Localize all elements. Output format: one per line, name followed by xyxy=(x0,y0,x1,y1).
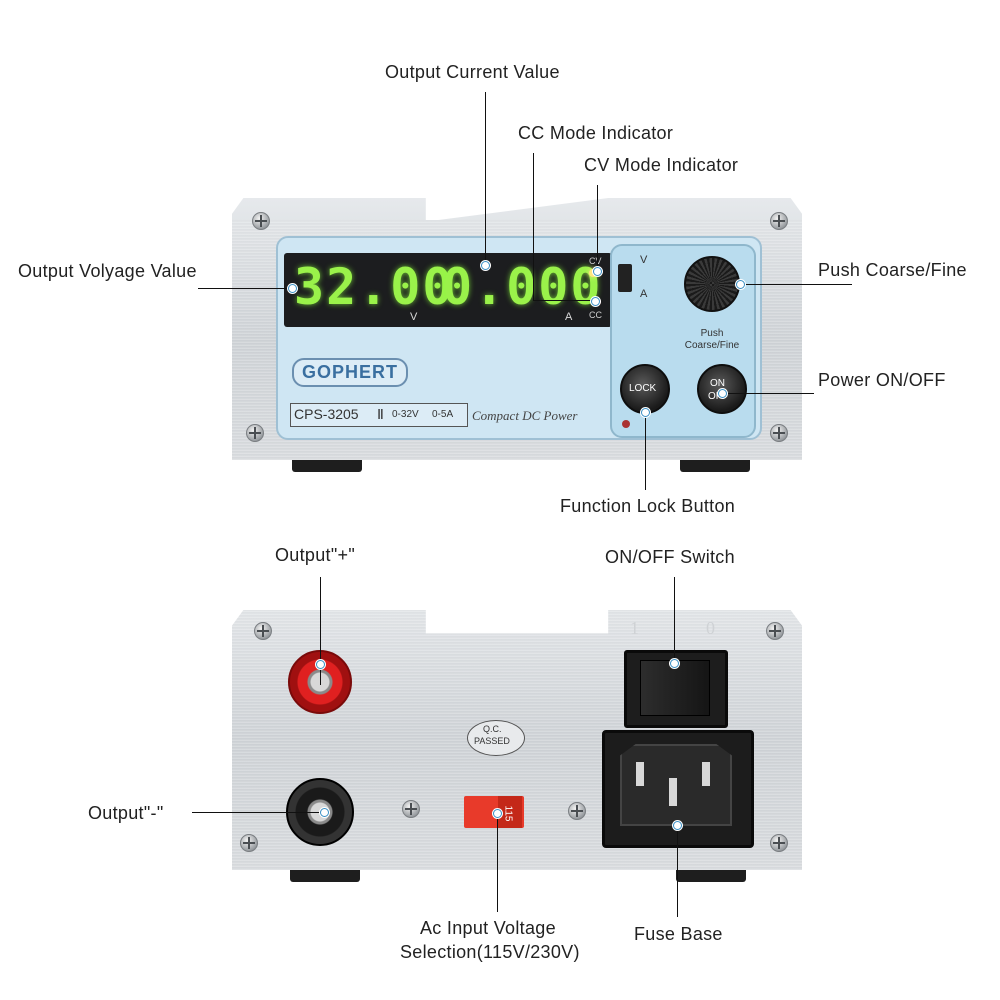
label-ac-input-line1: Ac Input Voltage xyxy=(420,918,556,938)
lock-button[interactable] xyxy=(620,364,670,414)
cv-label: CV xyxy=(589,256,602,266)
back-foot-right xyxy=(676,870,746,882)
inlet-pin-right xyxy=(702,762,710,786)
back-screw-mid2 xyxy=(568,802,586,820)
front-screw-tl xyxy=(252,212,270,230)
qc-line1: Q.C. xyxy=(483,724,502,734)
back-screw-mid xyxy=(402,800,420,818)
label-cv-mode-indicator: CV Mode Indicator xyxy=(584,155,739,175)
cc-label: CC xyxy=(589,310,602,320)
inlet-pin-earth xyxy=(669,778,677,806)
leader-power-on-off xyxy=(722,393,814,394)
model-box xyxy=(290,403,468,427)
label-ac-input-line2: Selection(115V/230V) xyxy=(400,942,580,962)
range-current: 0-5A xyxy=(432,409,454,420)
brand-logo: GOPHERT xyxy=(292,358,409,387)
label-cc-mode-indicator: CC Mode Indicator xyxy=(518,123,674,143)
label-output-minus: Output"-" xyxy=(88,803,164,823)
leader-output-plus xyxy=(320,577,321,685)
va-switch-bottom-label: A xyxy=(640,288,648,300)
front-foot-right xyxy=(680,460,750,472)
power-button-on: ON xyxy=(710,378,725,389)
back-screw-tl xyxy=(254,622,272,640)
back-foot-left xyxy=(290,870,360,882)
leader-output-minus xyxy=(192,812,324,813)
qc-line2: PASSED xyxy=(474,736,510,746)
voltage-display: 32.00 xyxy=(294,258,455,316)
front-screw-tr xyxy=(770,212,788,230)
qc-sticker xyxy=(467,720,525,756)
marker-cv-indicator xyxy=(593,267,602,276)
current-display: 0.000 xyxy=(442,258,603,316)
model-number: CPS-3205 xyxy=(294,406,359,422)
knob-label: Push Coarse/Fine xyxy=(684,328,740,351)
back-unit: 1 0 Q.C. PASSED 115 xyxy=(232,610,802,882)
marker-power-on-off xyxy=(718,389,727,398)
inlet-pin-left xyxy=(636,762,644,786)
marker-ac-input xyxy=(493,809,502,818)
back-screw-tr xyxy=(766,622,784,640)
marker-on-off-switch xyxy=(670,659,679,668)
leader-current-value xyxy=(485,92,486,264)
label-power-on-off: Power ON/OFF xyxy=(818,370,946,390)
leader-lock-button xyxy=(645,412,646,490)
label-fuse-base: Fuse Base xyxy=(634,924,723,944)
marker-fuse-base xyxy=(673,821,682,830)
coarse-fine-knob[interactable] xyxy=(684,256,740,312)
voltage-selector-slider xyxy=(498,796,522,828)
marker-output-minus xyxy=(320,808,329,817)
power-button-off: OFF xyxy=(708,391,728,402)
switch-mark-on: 1 xyxy=(630,618,639,638)
voltage-selector-value: 115 xyxy=(502,805,514,822)
label-output-voltage-value: Output Volyage Value xyxy=(18,261,197,281)
front-foot-left xyxy=(292,460,362,472)
va-switch[interactable] xyxy=(618,264,632,292)
va-switch-top-label: V xyxy=(640,254,648,266)
leader-cc-indicator xyxy=(533,153,534,300)
lock-indicator-led xyxy=(622,420,630,428)
display-window xyxy=(284,253,612,327)
label-function-lock-button: Function Lock Button xyxy=(560,496,736,516)
leader-fuse-base xyxy=(677,825,678,917)
marker-current-value xyxy=(481,261,490,270)
leader-voltage-value xyxy=(198,288,292,289)
marker-voltage-value xyxy=(288,284,297,293)
leader-on-off-switch xyxy=(674,577,675,667)
voltage-unit: V xyxy=(410,311,418,323)
switch-mark-off: 0 xyxy=(706,618,715,638)
product-subtitle: Compact DC Power xyxy=(472,408,578,423)
front-screw-bl xyxy=(246,424,264,442)
leader-coarse-fine xyxy=(740,284,852,285)
range-voltage: 0-32V xyxy=(392,409,419,420)
lock-button-label: LOCK xyxy=(629,383,657,394)
model-suffix: Ⅱ xyxy=(377,406,384,422)
label-output-current-value: Output Current Value xyxy=(385,62,560,82)
front-unit: 32.00 V 0.000 A CV CC V A Push Coarse/Fi… xyxy=(232,198,802,472)
label-output-plus: Output"+" xyxy=(275,545,356,565)
leader-ac-input xyxy=(497,812,498,912)
label-push-coarse-fine: Push Coarse/Fine xyxy=(818,260,967,280)
rocker-switch-paddle xyxy=(640,660,710,716)
marker-output-plus xyxy=(316,660,325,669)
current-unit: A xyxy=(565,311,573,323)
marker-lock-button xyxy=(641,408,650,417)
back-screw-br xyxy=(770,834,788,852)
marker-coarse-fine xyxy=(736,280,745,289)
back-screw-bl xyxy=(240,834,258,852)
label-on-off-switch: ON/OFF Switch xyxy=(605,547,735,567)
leader-cv-indicator xyxy=(597,185,598,270)
front-screw-br xyxy=(770,424,788,442)
marker-cc-indicator xyxy=(591,297,600,306)
